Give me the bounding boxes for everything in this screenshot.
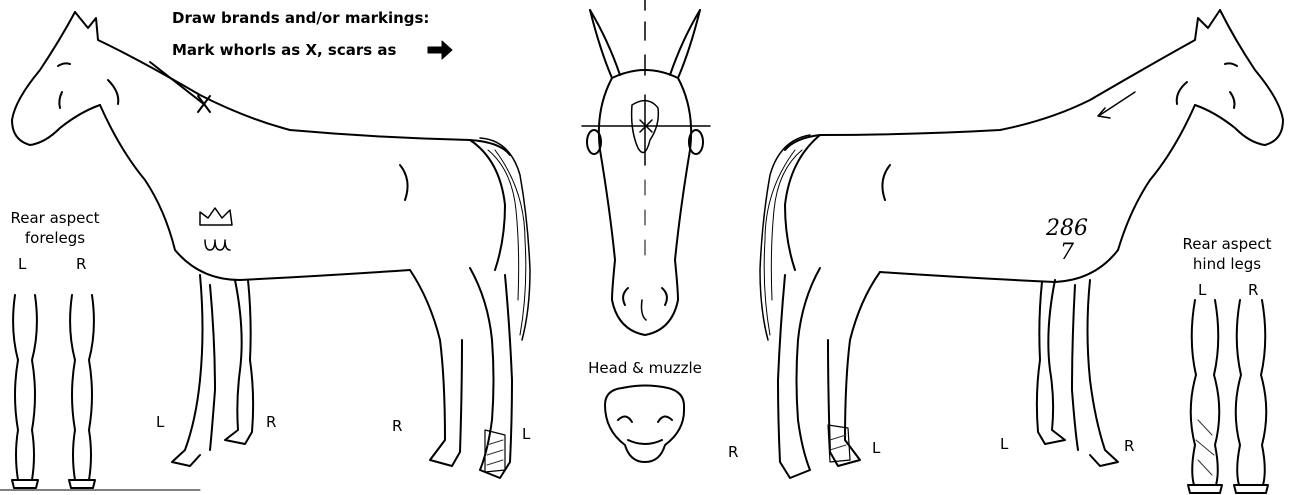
lhorse-hind-right-label: R bbox=[392, 416, 402, 436]
lhorse-front-right-label: R bbox=[266, 412, 276, 432]
rhorse-front-left-label: L bbox=[872, 438, 880, 458]
rhorse-hind-right-label: R bbox=[1124, 436, 1134, 456]
lhorse-hind-left-label: L bbox=[522, 424, 530, 444]
hindlegs-label-right: R bbox=[1248, 280, 1258, 300]
handwritten-number: 286 bbox=[1046, 216, 1088, 241]
forelegs-title-line2: forelegs bbox=[0, 228, 110, 248]
forelegs-label-left: L bbox=[18, 254, 26, 274]
head-front-view bbox=[582, 0, 710, 335]
muzzle-front-view bbox=[605, 386, 684, 463]
instructions-line1: Draw brands and/or markings: bbox=[172, 8, 429, 28]
brand-crown-icon bbox=[200, 208, 232, 225]
right-arrow-icon bbox=[428, 41, 452, 59]
forelegs-title-line1: Rear aspect bbox=[0, 208, 110, 228]
handwritten-digit: 7 bbox=[1060, 240, 1074, 265]
rhorse-front-right-label: R bbox=[728, 442, 738, 462]
forelegs-rear-aspect bbox=[12, 295, 95, 488]
hindlegs-title-line2: hind legs bbox=[1172, 254, 1282, 274]
instructions-line2: Mark whorls as X, scars as bbox=[172, 40, 396, 60]
rhorse-hind-left-label: L bbox=[1000, 434, 1008, 454]
lhorse-front-left-label: L bbox=[156, 412, 164, 432]
hindlegs-rear-aspect bbox=[1188, 300, 1268, 493]
forelegs-label-right: R bbox=[76, 254, 86, 274]
hindlegs-label-left: L bbox=[1198, 280, 1206, 300]
hindlegs-title-line1: Rear aspect bbox=[1172, 234, 1282, 254]
head-muzzle-caption: Head & muzzle bbox=[570, 358, 720, 378]
